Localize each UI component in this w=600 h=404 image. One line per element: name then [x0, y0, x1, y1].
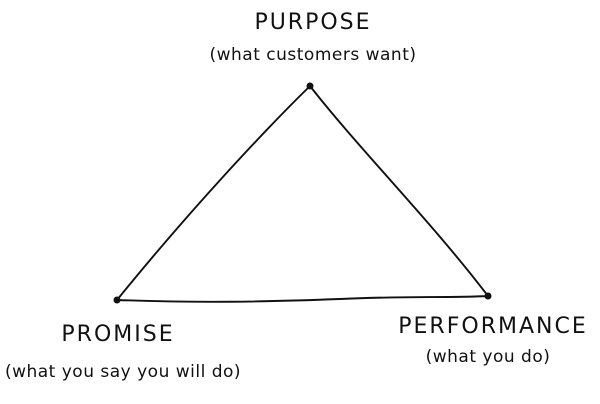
purpose-caption: (what customers want) [209, 45, 416, 65]
promise-title: PROMISE [61, 322, 174, 347]
promise-caption: (what you say you will do) [5, 362, 241, 382]
performance-title: PERFORMANCE [398, 314, 587, 339]
performance-caption: (what you do) [426, 347, 551, 367]
edge-performance-purpose [309, 85, 489, 297]
vertex-performance [484, 292, 492, 300]
vertex-promise [113, 296, 121, 304]
edge-promise-performance [116, 295, 489, 303]
edge-purpose-promise [116, 85, 311, 301]
vertex-purpose [306, 82, 314, 90]
purpose-title: PURPOSE [254, 10, 371, 35]
